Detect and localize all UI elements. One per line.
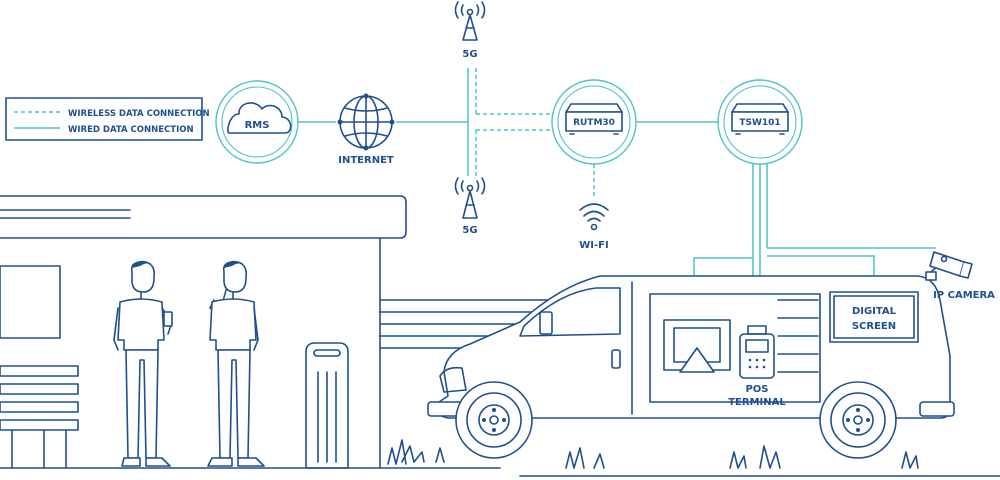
tower-top: 5G bbox=[454, 1, 486, 60]
ip-camera-label: IP CAMERA bbox=[933, 290, 995, 301]
wifi-node: WI-FI bbox=[579, 203, 609, 251]
wifi-icon bbox=[579, 203, 609, 231]
tsw101-label: TSW101 bbox=[739, 118, 780, 128]
security-camera-icon bbox=[925, 251, 973, 281]
tower-bottom: 5G bbox=[454, 177, 486, 236]
pos-label-line1: POS bbox=[745, 384, 768, 395]
person-on-call bbox=[207, 260, 265, 467]
front-wheel bbox=[455, 381, 533, 459]
street bbox=[0, 299, 1000, 477]
router-icon bbox=[565, 103, 623, 135]
antenna-tower-icon bbox=[454, 1, 486, 41]
phone-icon bbox=[163, 311, 173, 327]
ip-camera-node: IP CAMERA bbox=[925, 251, 995, 301]
digital-screen-icon bbox=[829, 291, 919, 343]
rear-wheel bbox=[819, 381, 897, 459]
rutm30-label: RUTM30 bbox=[573, 118, 615, 128]
rms-label: RMS bbox=[245, 120, 270, 131]
switch-icon bbox=[731, 103, 789, 135]
pos-terminal-icon bbox=[739, 325, 775, 379]
internet-node: INTERNET bbox=[337, 93, 395, 166]
tower-bottom-label: 5G bbox=[462, 225, 477, 236]
tsw101-node: TSW101 bbox=[717, 79, 803, 165]
grass bbox=[387, 439, 919, 469]
rms-node: RMS bbox=[215, 80, 299, 164]
cloud-icon bbox=[227, 102, 292, 134]
bus-shelter bbox=[0, 195, 407, 469]
internet-label: INTERNET bbox=[338, 155, 394, 166]
tower-top-label: 5G bbox=[462, 49, 477, 60]
wifi-label: WI-FI bbox=[579, 240, 608, 251]
delivery-van: POS TERMINAL DIGITAL SCREEN bbox=[427, 275, 955, 459]
pos-label-line2: TERMINAL bbox=[728, 397, 786, 408]
legend: WIRELESS DATA CONNECTION WIRED DATA CONN… bbox=[5, 97, 210, 141]
digital-screen-label-line1: DIGITAL bbox=[852, 306, 897, 317]
legend-wireless-label: WIRELESS DATA CONNECTION bbox=[68, 109, 210, 119]
rutm30-node: RUTM30 bbox=[551, 79, 637, 165]
antenna-tower-icon bbox=[454, 177, 486, 219]
digital-screen-label-line2: SCREEN bbox=[852, 321, 896, 332]
person-with-phone bbox=[113, 260, 173, 467]
legend-wired-label: WIRED DATA CONNECTION bbox=[68, 125, 194, 135]
trash-bin bbox=[305, 342, 349, 469]
